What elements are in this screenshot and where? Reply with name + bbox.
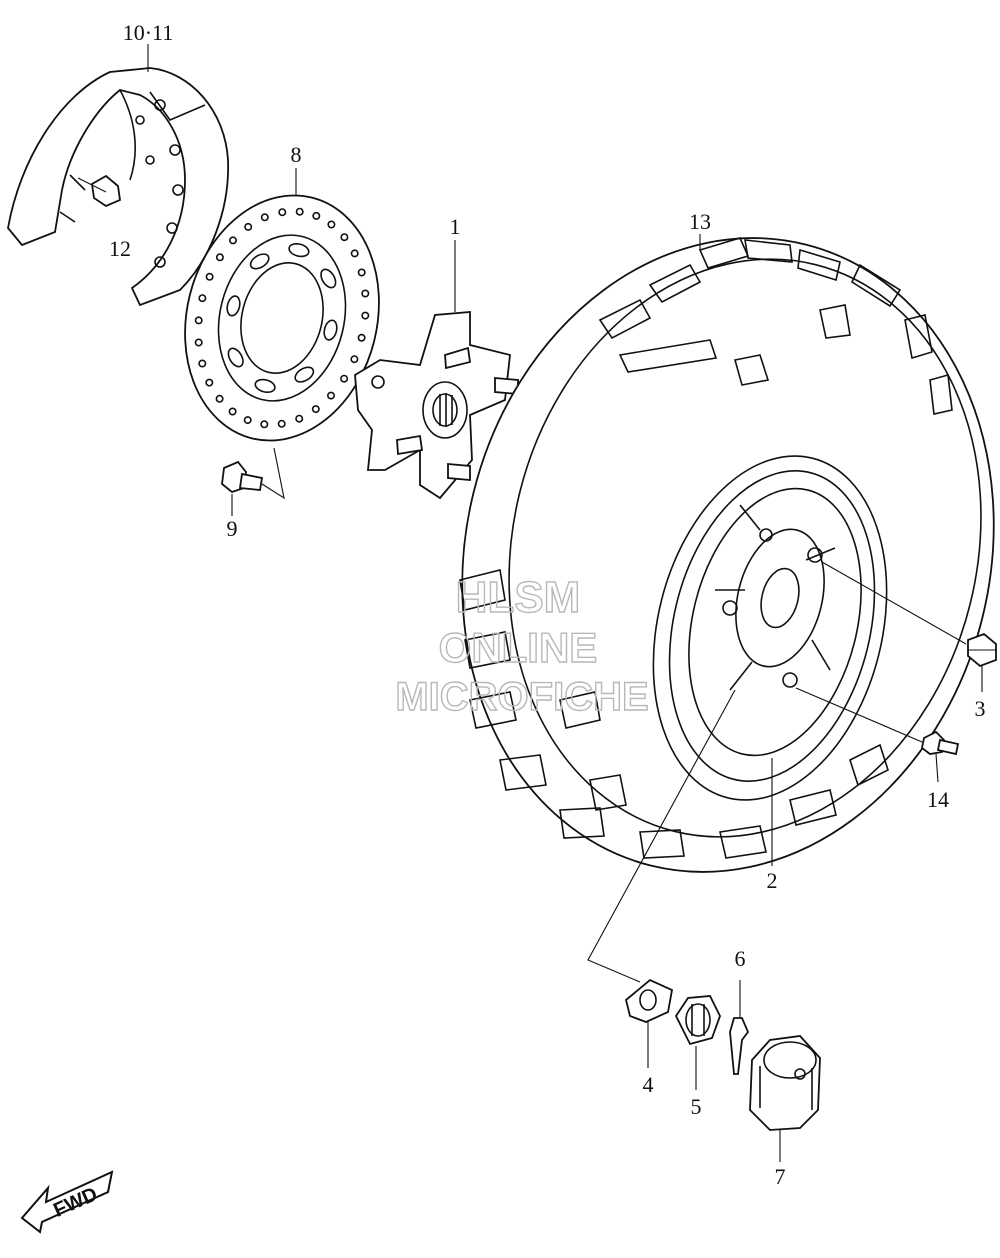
disc-hole	[260, 213, 269, 222]
callout-1: 1	[450, 214, 461, 239]
disc-bolt	[221, 460, 264, 494]
brake-disc-cover	[7, 67, 229, 307]
disc-hole	[340, 374, 349, 383]
disc-hole	[228, 407, 237, 416]
lock-washer	[624, 978, 674, 1023]
disc-hole	[194, 338, 203, 347]
disc-hole	[357, 268, 366, 277]
fwd-arrow-icon	[20, 1170, 114, 1234]
disc-hole	[295, 414, 304, 423]
callout-12: 12	[109, 236, 131, 261]
disc-hole	[215, 394, 224, 403]
disc-slot	[226, 295, 241, 317]
disc-hole	[215, 253, 224, 262]
disc-hole	[340, 233, 349, 242]
disc-slot	[254, 378, 276, 394]
disc-slot	[249, 253, 270, 270]
disc-slot	[227, 347, 244, 368]
forward-direction-badge: FWD	[20, 1170, 114, 1234]
lug-nut	[967, 632, 997, 668]
watermark-line-2: ONLINE	[439, 624, 598, 671]
disc-hole	[205, 272, 214, 281]
callout-5: 5	[691, 1094, 702, 1119]
callout-4: 4	[643, 1072, 654, 1097]
callout-14: 14	[927, 787, 949, 812]
tire-valve	[921, 730, 960, 756]
cotter-pin	[729, 980, 750, 1075]
disc-hole	[361, 289, 370, 298]
disc-hole	[327, 220, 336, 229]
disc-hole	[350, 355, 359, 364]
callout-6: 6	[735, 946, 746, 971]
callout-13: 13	[689, 209, 711, 234]
disc-slot	[323, 319, 338, 341]
disc-hole	[278, 208, 287, 217]
disc-hole	[361, 311, 370, 320]
disc-hole	[311, 405, 320, 414]
callout-10-11: 10·11	[123, 20, 174, 45]
brake-disc	[184, 194, 380, 442]
callout-3: 3	[975, 696, 986, 721]
tire-and-wheel-assembly	[459, 237, 995, 873]
watermark-line-1: HLSM	[456, 573, 581, 622]
disc-hole	[260, 420, 269, 429]
castle-nut	[674, 995, 721, 1046]
disc-hole	[198, 359, 207, 368]
disc-hole	[244, 222, 253, 231]
cover-bolt	[77, 174, 121, 208]
disc-hole	[205, 378, 214, 387]
callout-7: 7	[775, 1164, 786, 1189]
disc-hole	[243, 416, 252, 425]
callout-9: 9	[227, 516, 238, 541]
disc-hole	[350, 249, 359, 258]
wheel-hub	[354, 311, 519, 500]
disc-hole	[312, 211, 321, 220]
disc-hole	[277, 419, 286, 428]
watermark-line-3: MICROFICHE	[395, 675, 648, 719]
disc-hole	[326, 391, 335, 400]
callout-8: 8	[291, 142, 302, 167]
disc-hole	[194, 316, 203, 325]
disc-slot	[294, 366, 315, 383]
callout-2: 2	[767, 868, 778, 893]
disc-slot	[288, 242, 310, 258]
watermark: HLSM ONLINE MICROFICHE	[395, 572, 650, 719]
disc-hole	[295, 207, 304, 216]
disc-hole	[198, 294, 207, 303]
disc-slot	[320, 268, 337, 289]
hub-cap	[749, 1035, 821, 1131]
disc-hole	[229, 236, 238, 245]
disc-hole	[357, 333, 366, 342]
